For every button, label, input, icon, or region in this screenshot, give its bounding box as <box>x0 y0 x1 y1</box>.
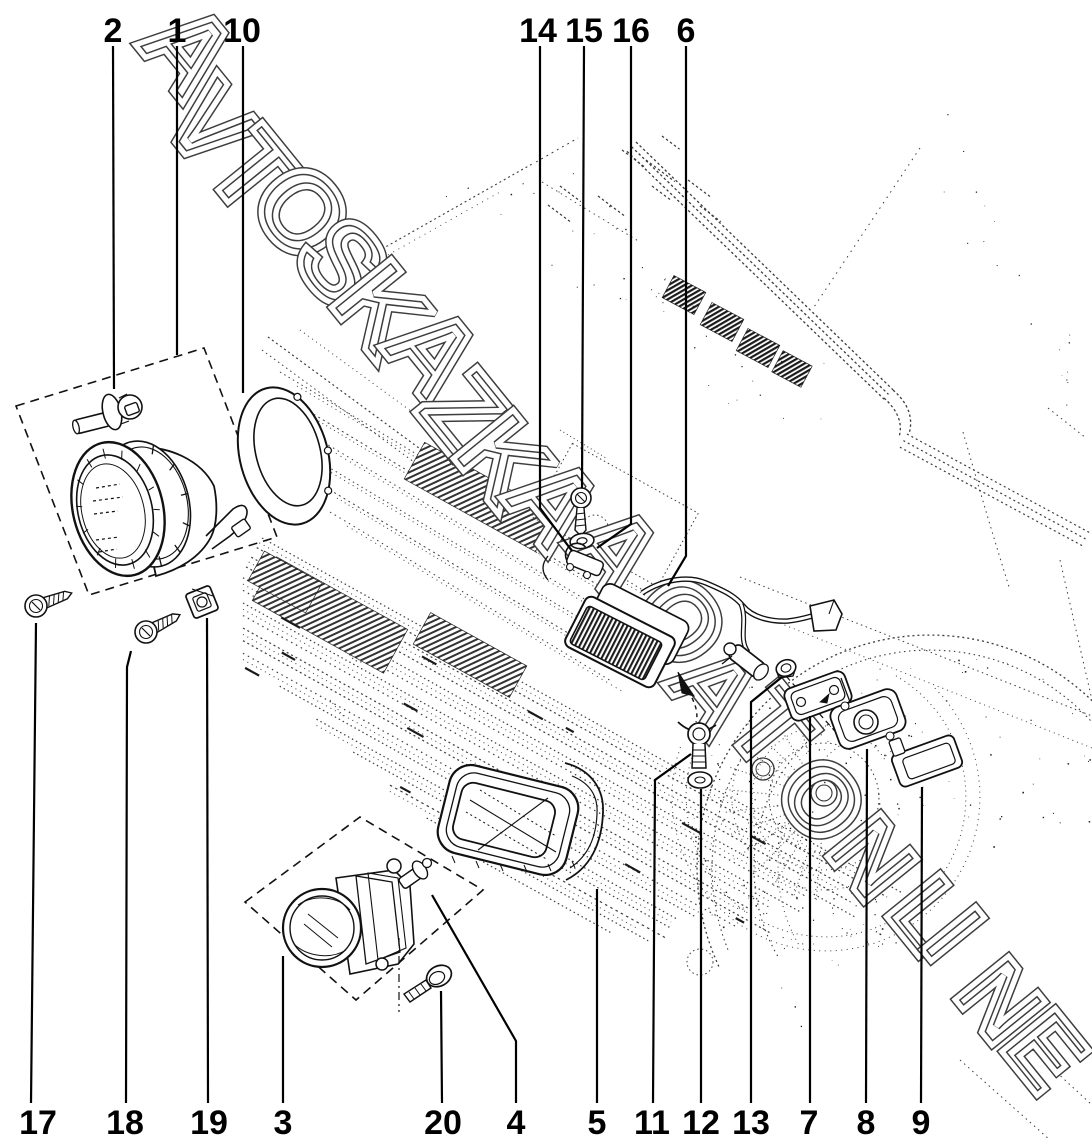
svg-text:16: 16 <box>612 12 650 50</box>
svg-text:5: 5 <box>588 1104 607 1142</box>
svg-text:18: 18 <box>106 1104 144 1142</box>
svg-text:2: 2 <box>104 12 123 50</box>
svg-text:19: 19 <box>190 1104 228 1142</box>
svg-text:10: 10 <box>223 12 261 50</box>
svg-text:3: 3 <box>274 1104 293 1142</box>
svg-text:15: 15 <box>565 12 603 50</box>
svg-text:13: 13 <box>732 1104 770 1142</box>
svg-text:6: 6 <box>677 12 696 50</box>
svg-text:11: 11 <box>634 1104 670 1142</box>
svg-text:8: 8 <box>857 1104 876 1142</box>
svg-text:14: 14 <box>519 12 557 50</box>
svg-text:20: 20 <box>424 1104 462 1142</box>
svg-text:12: 12 <box>682 1104 720 1142</box>
svg-text:1: 1 <box>168 12 187 50</box>
svg-text:9: 9 <box>912 1104 931 1142</box>
svg-text:4: 4 <box>507 1104 526 1142</box>
svg-text:7: 7 <box>800 1104 819 1142</box>
svg-text:17: 17 <box>19 1104 57 1142</box>
